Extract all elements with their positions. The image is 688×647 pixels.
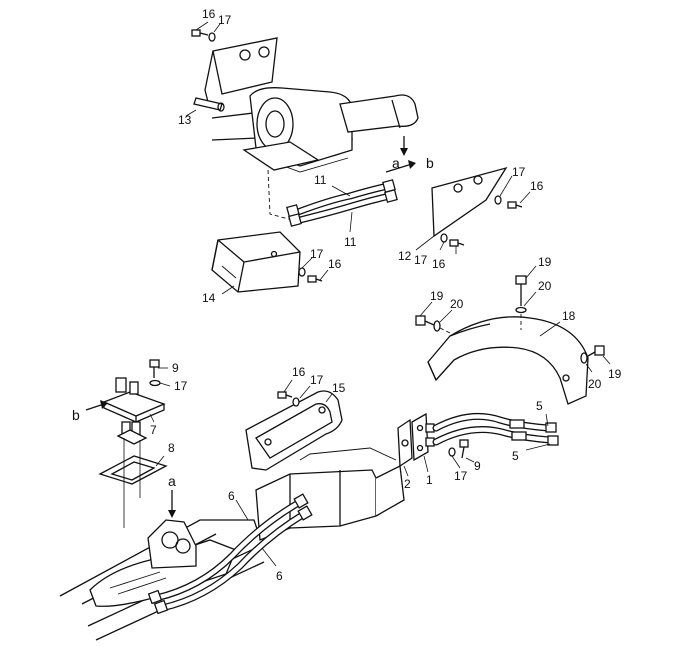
bolt-19-left: [415, 315, 435, 326]
callout-17: 17: [454, 469, 468, 483]
flow-arrow-b-top: [385, 160, 416, 173]
washer-17-valve: [149, 379, 161, 387]
callout-20: 20: [538, 279, 552, 293]
callout-12: 12: [398, 249, 412, 263]
hose-11-assembly: [267, 169, 398, 227]
bolt-9-conn: [459, 439, 469, 459]
callout-13: 13: [178, 113, 192, 127]
hoses-5: [432, 412, 559, 446]
callout-14: 14: [202, 291, 216, 305]
washer-20-top: [515, 306, 527, 314]
guard-18: [427, 316, 589, 405]
callout-17: 17: [414, 253, 428, 267]
callout-20: 20: [588, 377, 602, 391]
callout-15: 15: [332, 381, 346, 395]
callout-16: 16: [530, 179, 544, 193]
callout-2: 2: [404, 477, 411, 491]
valve-7: [102, 377, 166, 445]
bracket-13: [193, 37, 278, 112]
bolt-16-top: [191, 29, 209, 37]
washer-17-mid: [292, 397, 300, 407]
washer-17-lower: [440, 233, 448, 243]
flow-arrow-a-left: [168, 490, 176, 518]
bolt-16-lower: [449, 239, 465, 247]
cover-14: [211, 231, 301, 293]
callout-17: 17: [310, 247, 324, 261]
bolt-9-top: [149, 359, 160, 378]
callout-b: b: [426, 155, 434, 171]
callout-16: 16: [292, 365, 306, 379]
callout-16: 16: [328, 257, 342, 271]
flow-arrow-a-top: [400, 136, 408, 156]
callout-19: 19: [608, 367, 622, 381]
callout-6: 6: [276, 569, 283, 583]
washer-17-right: [494, 195, 502, 205]
washer-17-cover: [298, 267, 306, 277]
callout-17: 17: [310, 373, 324, 387]
washer-20-right: [580, 352, 588, 364]
callout-a: a: [168, 473, 176, 489]
callout-9: 9: [474, 459, 481, 473]
bolt-16-mid: [277, 391, 293, 399]
callout-18: 18: [562, 309, 576, 323]
callout-a: a: [392, 155, 400, 171]
callout-17: 17: [218, 13, 232, 27]
plate-15: [245, 390, 343, 471]
callout-20: 20: [450, 297, 464, 311]
hoses-6: [147, 493, 313, 615]
callout-19: 19: [538, 255, 552, 269]
callout-16: 16: [202, 7, 216, 21]
callout-11: 11: [344, 235, 357, 249]
callout-17: 17: [512, 165, 526, 179]
washer-17-conn: [448, 447, 456, 457]
washer-20-left: [433, 320, 441, 332]
leader-lines: [149, 21, 611, 567]
bolt-16-right: [507, 201, 523, 209]
gasket-8: [98, 455, 168, 485]
flow-arrow-b-left: [85, 400, 108, 411]
callout-b: b: [72, 407, 80, 423]
callout-19: 19: [430, 289, 444, 303]
bolt-19-right: [587, 345, 605, 357]
callout-7: 7: [150, 423, 157, 437]
lower-frame: [59, 519, 265, 641]
callout-8: 8: [168, 441, 175, 455]
connector-1: [411, 412, 435, 462]
callout-9: 9: [172, 361, 179, 375]
bolt-19-top: [515, 275, 527, 306]
washer-17-top: [208, 32, 216, 42]
gasket-2: [397, 418, 413, 468]
callout-labels: 16 17 13 a b 11 11 17 16 12 17 16 17 16 …: [72, 7, 622, 583]
callout-16: 16: [432, 257, 446, 271]
callout-11: 11: [314, 173, 327, 187]
callout-1: 1: [426, 473, 433, 487]
callout-17: 17: [174, 379, 188, 393]
callout-6: 6: [228, 489, 235, 503]
bolt-16-cover: [307, 275, 323, 283]
callout-5: 5: [536, 399, 543, 413]
callout-5: 5: [512, 449, 519, 463]
gearbox-housing: [211, 87, 419, 173]
plate-12: [431, 166, 508, 238]
